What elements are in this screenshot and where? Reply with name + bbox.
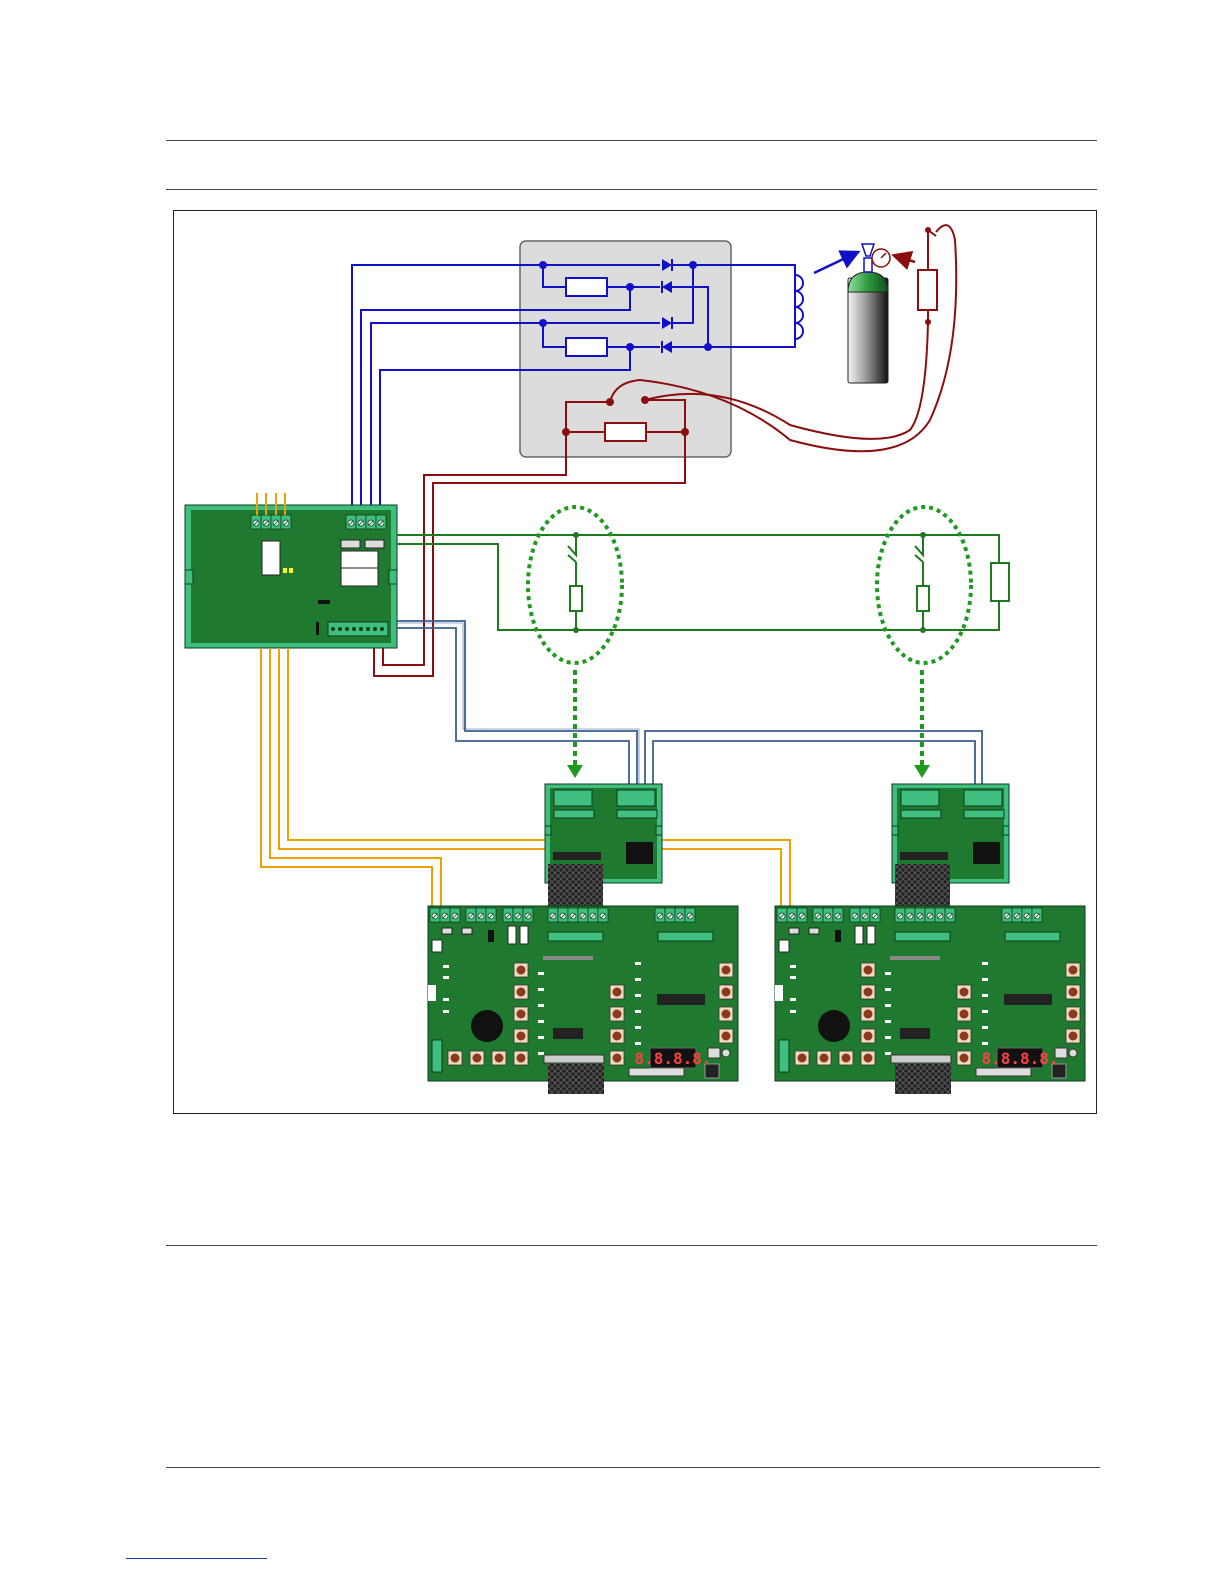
power-wiring bbox=[261, 648, 790, 910]
detector-1-resistor bbox=[570, 586, 582, 611]
coil-to-valve-arrow bbox=[814, 253, 856, 273]
interface-board-2 bbox=[892, 784, 1009, 908]
resistor-2 bbox=[566, 338, 607, 356]
end-of-line-resistor bbox=[918, 270, 937, 310]
interface-board-1 bbox=[545, 784, 662, 908]
main-control-board bbox=[185, 505, 397, 648]
detection-bus bbox=[397, 535, 999, 630]
seven-segment-display-1: 8.8.8.8. bbox=[634, 1048, 711, 1068]
detector-2-resistor bbox=[917, 586, 929, 611]
resistor-1 bbox=[566, 278, 607, 296]
zone-arrows bbox=[575, 670, 922, 766]
display-2-readout: 8.8.8.8. bbox=[981, 1049, 1058, 1068]
seven-segment-display-2: 8.8.8.8. bbox=[981, 1048, 1058, 1068]
gas-cylinder-icon bbox=[848, 244, 890, 383]
resistor-3 bbox=[605, 423, 646, 441]
display-1-readout: 8.8.8.8. bbox=[634, 1049, 711, 1068]
solenoid-coil-icon bbox=[795, 265, 803, 347]
data-wiring bbox=[397, 621, 982, 792]
bus-end-resistor bbox=[991, 563, 1009, 601]
pressure-switch-arrow bbox=[896, 256, 915, 262]
